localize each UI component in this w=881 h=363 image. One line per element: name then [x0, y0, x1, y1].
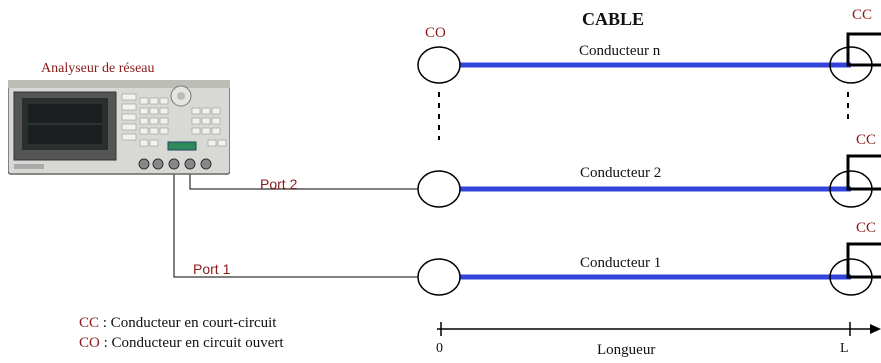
conductor-2-label: Conducteur 2 — [580, 165, 662, 181]
port-1-wire — [173, 165, 418, 278]
short-circuit-marker-2: CC — [856, 132, 877, 148]
short-circuit-marker-n: CC — [852, 7, 873, 23]
axis-title: Longueur — [597, 342, 656, 358]
legend-co: CO : Conducteur en circuit ouvert — [79, 336, 284, 351]
axis-arrowhead — [870, 324, 881, 334]
axis-origin-label: 0 — [436, 341, 443, 356]
conductor-n-label: Conducteur n — [579, 43, 661, 59]
legend-co-key: CO — [79, 335, 100, 351]
network-analyzer-icon — [7, 79, 231, 180]
legend-cc-text: : Conducteur en court-circuit — [99, 315, 277, 331]
open-circuit-marker: CO — [425, 25, 446, 41]
open-circuit-icon — [417, 46, 461, 84]
legend-cc-key: CC — [79, 315, 100, 331]
short-circuit-marker-1: CC — [856, 220, 877, 236]
analyzer-label: Analyseur de réseau — [41, 61, 155, 76]
open-circuit-icon — [417, 258, 461, 296]
port-2-label: Port 2 — [260, 176, 298, 192]
short-circuit-icon — [846, 32, 881, 67]
diagram-title: CABLE — [582, 9, 645, 29]
conductor-1-label: Conducteur 1 — [580, 255, 662, 271]
open-circuit-icon — [417, 170, 461, 208]
short-circuit-icon — [846, 154, 881, 191]
legend-co-text: : Conducteur en circuit ouvert — [99, 335, 284, 351]
legend-cc: CC : Conducteur en court-circuit — [79, 316, 276, 331]
port-1-label: Port 1 — [193, 261, 231, 277]
axis-end-label: L — [840, 341, 849, 356]
short-circuit-icon — [846, 242, 881, 279]
